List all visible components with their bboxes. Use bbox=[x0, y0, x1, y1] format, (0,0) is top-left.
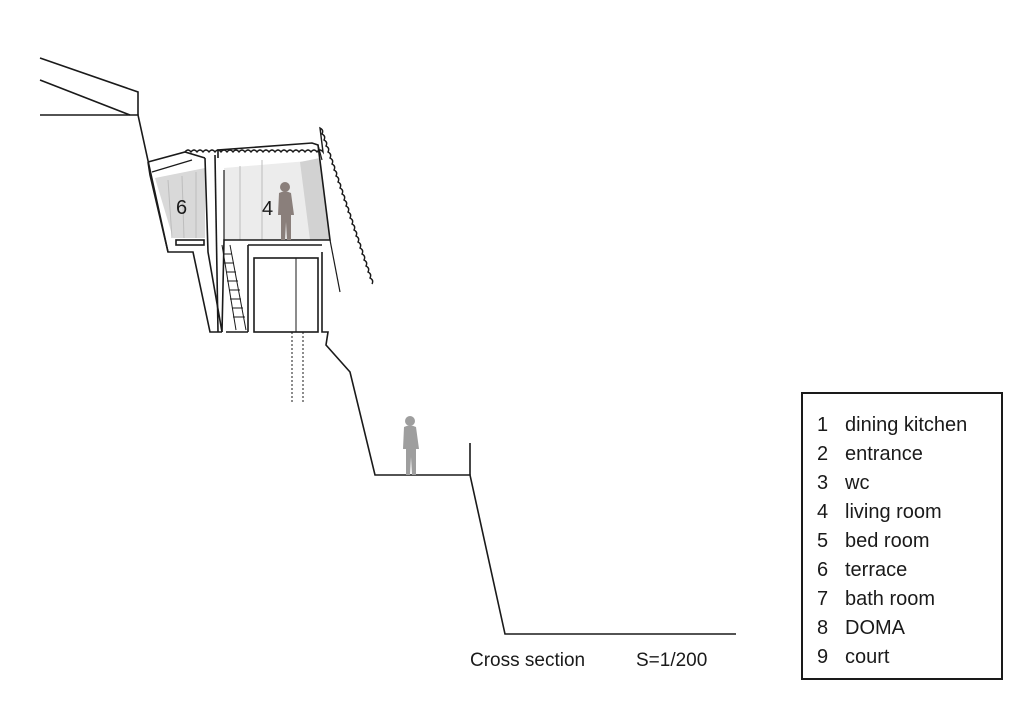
legend-number: 9 bbox=[817, 646, 829, 668]
legend-label: DOMA bbox=[845, 617, 905, 639]
room-number-terrace: 6 bbox=[176, 197, 188, 219]
legend-number: 7 bbox=[817, 588, 829, 610]
legend-item: 2 entrance bbox=[817, 443, 923, 465]
terrace-fill bbox=[155, 168, 205, 238]
legend-label: wc bbox=[845, 472, 870, 494]
legend-number: 5 bbox=[817, 530, 829, 552]
room-number-living-room: 4 bbox=[262, 198, 274, 220]
scale-label: S=1/200 bbox=[636, 650, 708, 671]
legend-label: bed room bbox=[845, 530, 930, 552]
house-section bbox=[147, 126, 374, 403]
legend-number: 8 bbox=[817, 617, 829, 639]
legend-number: 4 bbox=[817, 501, 829, 523]
legend-number: 1 bbox=[817, 414, 829, 436]
person-figure-upper bbox=[278, 182, 294, 240]
legend-item: 4 living room bbox=[817, 501, 942, 523]
legend-label: living room bbox=[845, 501, 942, 523]
legend-item: 5 bed room bbox=[817, 530, 930, 552]
section-title: Cross section bbox=[470, 650, 586, 671]
terrain-profile bbox=[39, 57, 736, 635]
legend-label: court bbox=[845, 646, 890, 668]
legend-label: terrace bbox=[845, 559, 908, 581]
legend-item: 7 bath room bbox=[817, 588, 935, 610]
room-legend: 1 dining kitchen 2 entrance 3 wc 4 living ro… bbox=[801, 392, 1003, 680]
legend-item: 3 wc bbox=[817, 472, 869, 494]
legend-number: 2 bbox=[817, 443, 829, 465]
legend-item: 1 dining kitchen bbox=[817, 414, 967, 436]
legend-item: 6 terrace bbox=[817, 559, 907, 581]
legend-number: 6 bbox=[817, 559, 829, 581]
legend-label: entrance bbox=[845, 443, 923, 465]
legend-label: dining kitchen bbox=[845, 414, 968, 436]
person-figure-lower bbox=[403, 416, 419, 475]
legend-label: bath room bbox=[845, 588, 936, 610]
legend-item: 9 court bbox=[817, 646, 889, 668]
legend-item: 8 DOMA bbox=[817, 617, 905, 639]
roof-vegetation-edge bbox=[184, 126, 374, 285]
legend-number: 3 bbox=[817, 472, 829, 494]
